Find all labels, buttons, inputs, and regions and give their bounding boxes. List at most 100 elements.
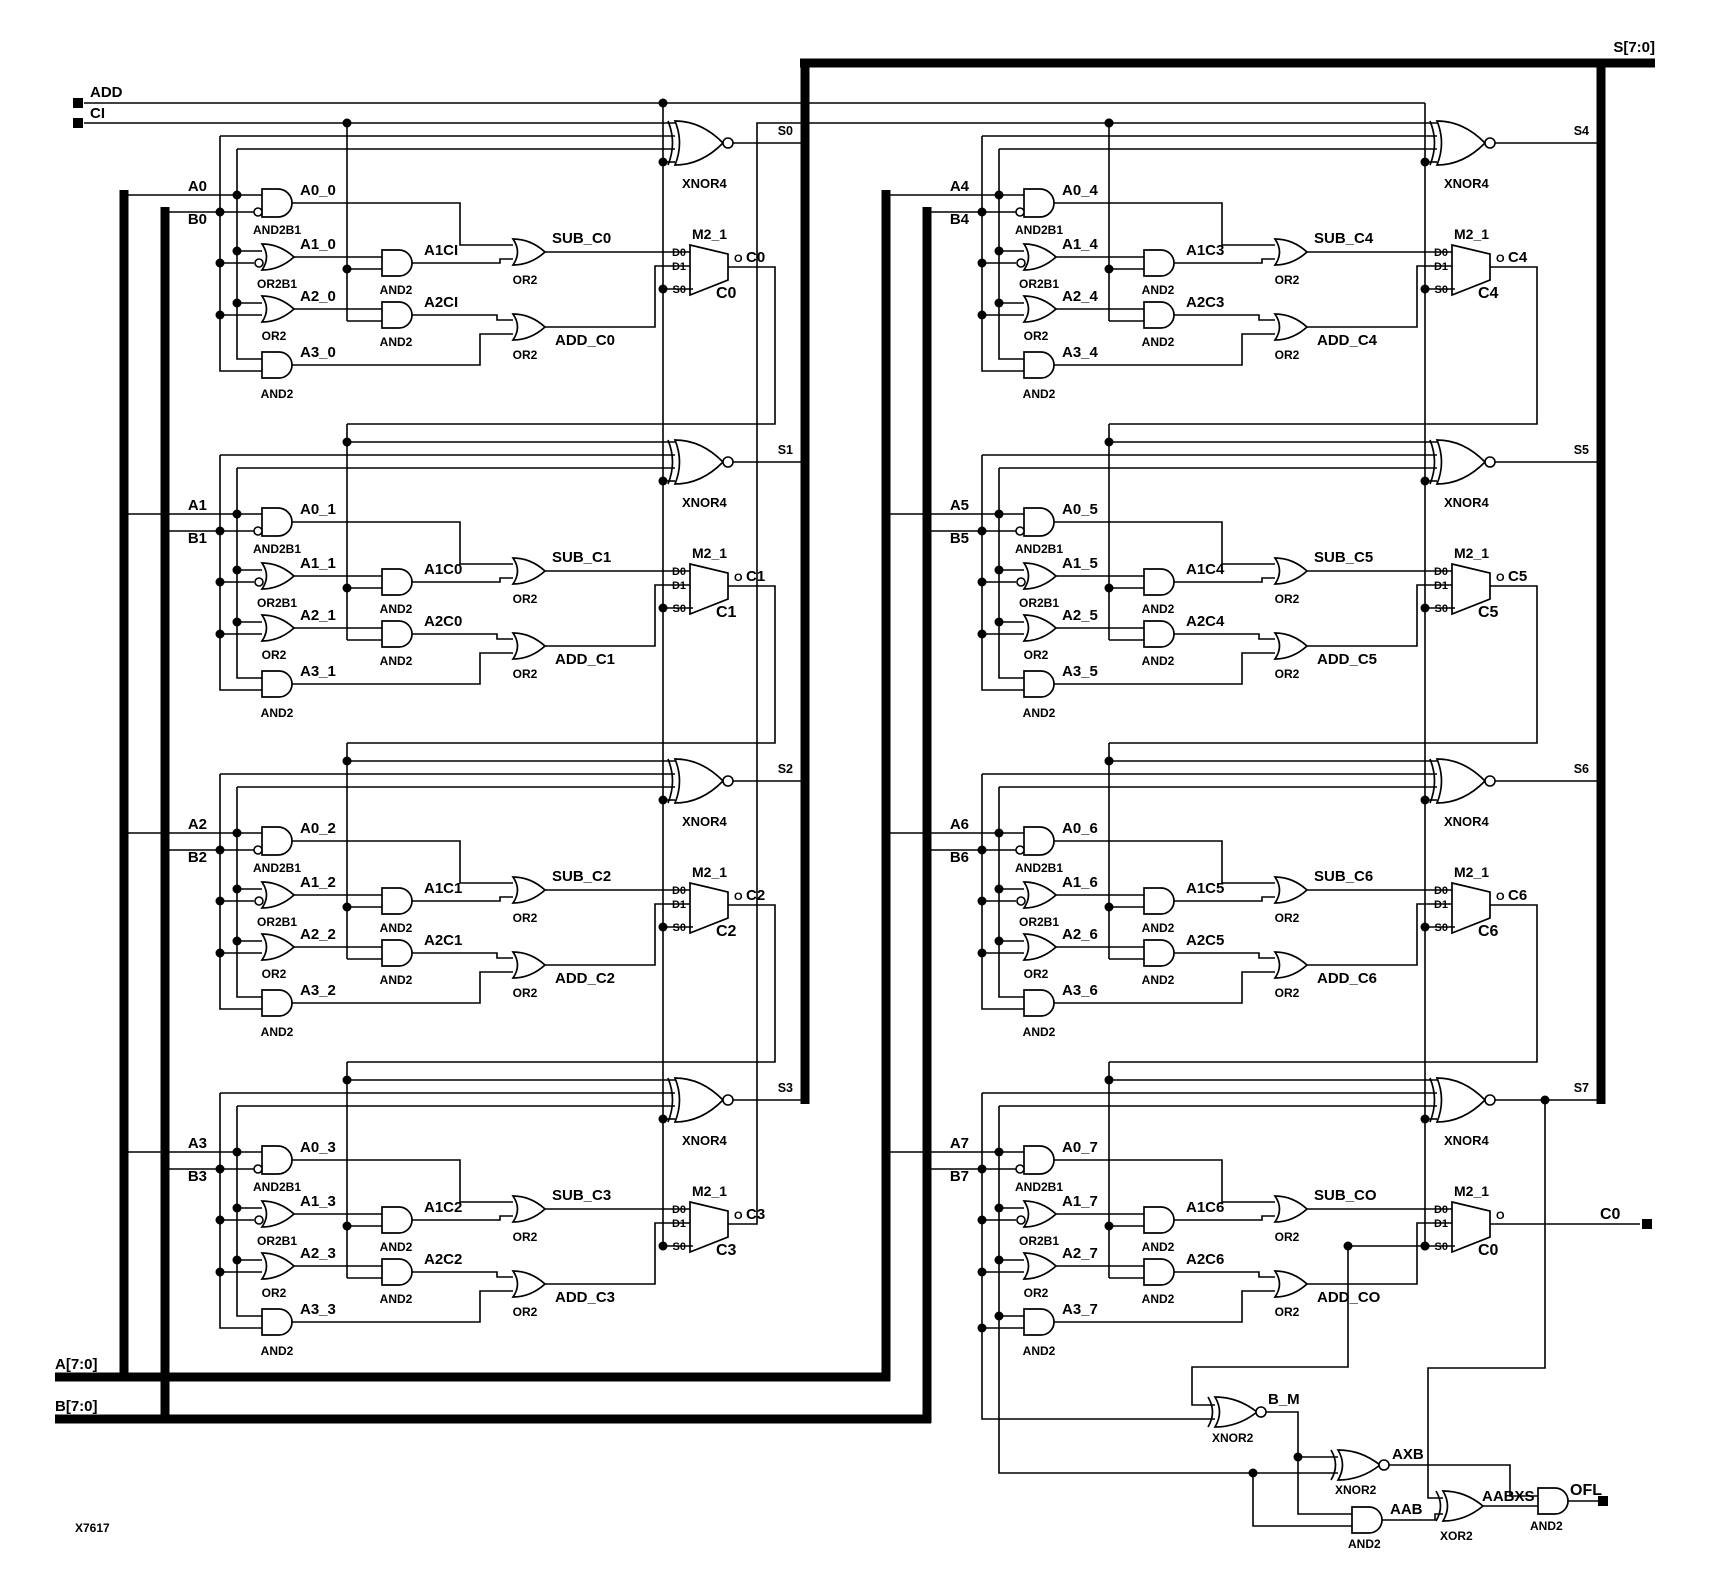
xor-back-arc	[667, 1077, 674, 1123]
mux-pin-label: D0	[1434, 885, 1448, 897]
or2-gate	[1273, 313, 1309, 341]
gate-type-label: AND2	[1023, 706, 1056, 720]
gate-type-label: XNOR4	[682, 176, 728, 191]
or2-gate	[1273, 876, 1309, 904]
mux-pin-label: S0	[1435, 603, 1448, 615]
junction-dot	[215, 526, 225, 536]
gate-type-label: AND2	[1142, 973, 1175, 987]
net-label: A3_6	[1062, 982, 1098, 999]
mux-instance-label: C2	[716, 923, 737, 940]
gate-type-label: OR2B1	[1019, 1234, 1059, 1248]
gate-type-label: AND2	[1023, 387, 1056, 401]
net-label: A2C2	[424, 1251, 462, 1268]
net-label: A0_5	[1062, 501, 1098, 518]
ofl-terminal	[1598, 1496, 1608, 1506]
mux-instance-label: C5	[1478, 604, 1499, 621]
gate-type-label: OR2	[1024, 648, 1049, 662]
net-label: A1C2	[424, 1199, 462, 1216]
p0-wire	[292, 521, 513, 565]
mux-m2_1	[689, 881, 729, 935]
junction-dot	[342, 756, 352, 766]
gate-type-label: OR2	[513, 911, 538, 925]
inverter-bubble	[1484, 1094, 1496, 1106]
gate-type-label: OR2	[1275, 667, 1300, 681]
or2-gate	[1022, 614, 1058, 642]
mux-type-label: M2_1	[1454, 864, 1489, 880]
mux-instance-label: C0	[716, 285, 737, 302]
mux-pin-label: O	[734, 1210, 743, 1222]
p3-wire	[292, 333, 513, 366]
mux-pin-label: D1	[1434, 899, 1448, 911]
gate-type-label: AND2	[1142, 1240, 1175, 1254]
a-port-label: A5	[950, 497, 969, 514]
junction-dot	[215, 629, 225, 639]
p0-wire	[292, 202, 513, 246]
junction-dot	[994, 1311, 1004, 1321]
net-label: A3_7	[1062, 1301, 1098, 1318]
junction-dot	[658, 157, 668, 167]
gate-type-label: XNOR2	[1335, 1483, 1377, 1497]
and2b1-gate	[1023, 1145, 1055, 1175]
gate-type-label: OR2B1	[257, 596, 297, 610]
carry-net-label: C3	[746, 1206, 765, 1223]
mux-instance-label: C1	[716, 604, 737, 621]
or2b1-gate	[260, 243, 296, 271]
mux-pin-label: D0	[672, 566, 686, 578]
junction-dot	[1104, 756, 1114, 766]
net-label: A2_6	[1062, 926, 1098, 943]
gate-type-label: AND2	[261, 1344, 294, 1358]
add-wire-internal	[545, 1222, 690, 1285]
junction-dot	[658, 284, 668, 294]
net-label: A0_3	[300, 1139, 336, 1156]
gate-type-label: AND2	[261, 1025, 294, 1039]
b-dist-vertical	[219, 455, 262, 691]
gate-type-label: AND2B1	[253, 542, 301, 556]
junction-dot	[1420, 603, 1430, 613]
and2-gate	[1023, 351, 1055, 379]
and2-gate	[381, 939, 413, 967]
junction-dot	[658, 476, 668, 486]
gate-type-label: XNOR4	[1444, 176, 1490, 191]
and2-gate	[381, 249, 413, 277]
mux-instance-label: C0	[1478, 1242, 1499, 1259]
mux-pin-label: O	[1496, 1210, 1505, 1222]
net-label: ADD_C3	[555, 1289, 615, 1306]
gate-type-label: OR2	[513, 1230, 538, 1244]
and2-gate	[1143, 249, 1175, 277]
and2b1-gate	[261, 188, 293, 218]
inverter-bubble	[1255, 1406, 1267, 1418]
gate-type-label: AND2	[1142, 602, 1175, 616]
inverter-bubble	[722, 456, 734, 468]
or2-gate	[260, 295, 296, 323]
mux-m2_1	[1451, 881, 1491, 935]
gate-type-label: AND2	[1142, 1292, 1175, 1306]
sum-net-label: S3	[778, 1081, 793, 1095]
net-label: A0_4	[1062, 182, 1099, 199]
junction-dot	[232, 617, 242, 627]
b-dist-vertical	[981, 136, 1024, 372]
junction-dot	[215, 1164, 225, 1174]
net-label: A1CI	[424, 242, 458, 259]
and2-gate	[381, 887, 413, 915]
or2-gate	[511, 1270, 547, 1298]
xnor2-gate	[1213, 1396, 1259, 1428]
junction-dot	[342, 437, 352, 447]
add-wire-internal	[545, 903, 690, 966]
junction-dot	[994, 1255, 1004, 1265]
junction-dot	[1104, 264, 1114, 274]
xor-back-arc	[1435, 1490, 1442, 1522]
mux-m2_1	[1451, 562, 1491, 616]
and2b1-gate	[261, 1145, 293, 1175]
net-label: SUB_C6	[1314, 868, 1373, 885]
gate-type-label: AND2	[380, 973, 413, 987]
junction-dot	[994, 298, 1004, 308]
net-label: SUB_C3	[552, 1187, 611, 1204]
junction-dot	[658, 603, 668, 613]
gate-type-label: AND2B1	[1015, 1180, 1063, 1194]
or2-gate	[511, 313, 547, 341]
mux-type-label: M2_1	[1454, 1183, 1489, 1199]
and2-gate	[1143, 939, 1175, 967]
and2b1-gate	[261, 507, 293, 537]
carry-out-terminal	[1642, 1219, 1652, 1229]
